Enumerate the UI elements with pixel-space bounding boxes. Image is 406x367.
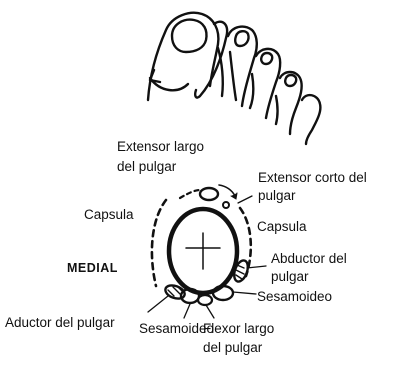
leader-sesamoideo-bottom: [184, 304, 190, 318]
leader-aductor: [148, 296, 168, 312]
extensor-corto-tendon: [223, 202, 229, 208]
abductor-hatch-3: [236, 275, 242, 279]
label-capsula-right: Capsula: [257, 219, 307, 234]
label-abductor-1: Abductor del: [271, 251, 347, 266]
label-flexor-1: Flexor largo: [203, 321, 274, 336]
second-toe-inner: [230, 52, 236, 100]
label-capsula-left: Capsula: [84, 207, 134, 222]
big-toe-nail: [172, 20, 207, 52]
abductor-hatch-2: [236, 270, 244, 274]
capsule-top-dashes: [180, 190, 200, 198]
leader-flexor: [206, 305, 214, 318]
abductor-hatch-1: [237, 265, 244, 268]
toe-crease-3: [276, 96, 278, 124]
cross-section: [148, 185, 266, 318]
rotation-arrow-curve: [150, 78, 188, 90]
label-flexor-2: del pulgar: [203, 340, 263, 355]
foot-illustration: [148, 13, 320, 144]
toe-crease-2: [250, 74, 253, 108]
third-toe-nail: [261, 53, 272, 64]
label-medial: MEDIAL: [67, 261, 118, 275]
label-aductor: Aductor del pulgar: [5, 315, 115, 330]
capsule-right-dashes: [240, 208, 251, 276]
label-extensor-largo-1: Extensor largo: [117, 139, 204, 154]
fifth-toe-outline: [302, 95, 320, 144]
label-abductor-2: pulgar: [271, 269, 309, 284]
capsule-left-dashes: [152, 200, 166, 286]
extensor-corto-arrow: [219, 185, 235, 196]
second-toe-nail: [235, 31, 248, 46]
fourth-toe-nail: [285, 75, 296, 86]
labels: Extensor largo del pulgar Extensor corto…: [5, 139, 367, 355]
label-extensor-corto-2: pulgar: [258, 188, 296, 203]
leader-extensor-corto: [238, 196, 252, 203]
extensor-largo-tendon: [200, 188, 218, 200]
sesamoid-right: [213, 286, 233, 300]
leader-sesamoideo-right: [233, 292, 256, 294]
label-extensor-corto-1: Extensor corto del: [258, 170, 367, 185]
label-extensor-largo-2: del pulgar: [117, 159, 177, 174]
fourth-toe-outline: [280, 72, 302, 134]
label-sesamoideo-right: Sesamoideo: [257, 289, 332, 304]
